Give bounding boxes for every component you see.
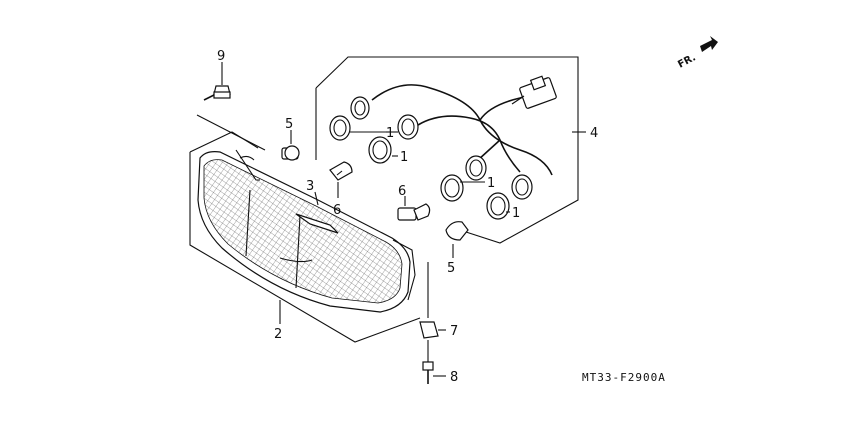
label-1-b: 1 xyxy=(400,150,408,165)
label-6-right: 6 xyxy=(398,184,406,199)
bulb-icon-left xyxy=(329,161,353,198)
label-4-harness: 4 xyxy=(590,126,598,141)
bulb-icon-top xyxy=(281,130,300,161)
label-9-bolt: 9 xyxy=(217,49,225,64)
leader-lines xyxy=(279,131,586,377)
label-3-lens: 3 xyxy=(306,179,314,194)
bolt-icon xyxy=(203,62,231,101)
label-5-bottom: 5 xyxy=(447,261,455,276)
clip-icon xyxy=(419,262,439,362)
label-8-screw: 8 xyxy=(450,370,458,385)
label-6-left: 6 xyxy=(333,203,341,218)
label-7-clip: 7 xyxy=(450,324,458,339)
label-1-d: 1 xyxy=(512,206,520,221)
front-direction-arrow-icon xyxy=(700,36,718,52)
assembly-frame xyxy=(189,114,421,343)
label-1-c: 1 xyxy=(487,176,495,191)
label-1-a: 1 xyxy=(386,126,394,141)
label-5-top: 5 xyxy=(285,117,293,132)
part-code: MT33-F2900A xyxy=(582,371,666,384)
bulb-icon-bottom xyxy=(445,221,469,258)
label-2-housing: 2 xyxy=(274,327,282,342)
socket-group xyxy=(329,96,533,220)
tail-lamp-housing xyxy=(197,149,416,313)
screw-icon xyxy=(422,361,434,384)
direction-label: FR. xyxy=(676,52,698,70)
bulb-icon-right xyxy=(397,196,431,221)
wire-harness xyxy=(371,75,557,176)
harness-frame xyxy=(315,56,579,244)
